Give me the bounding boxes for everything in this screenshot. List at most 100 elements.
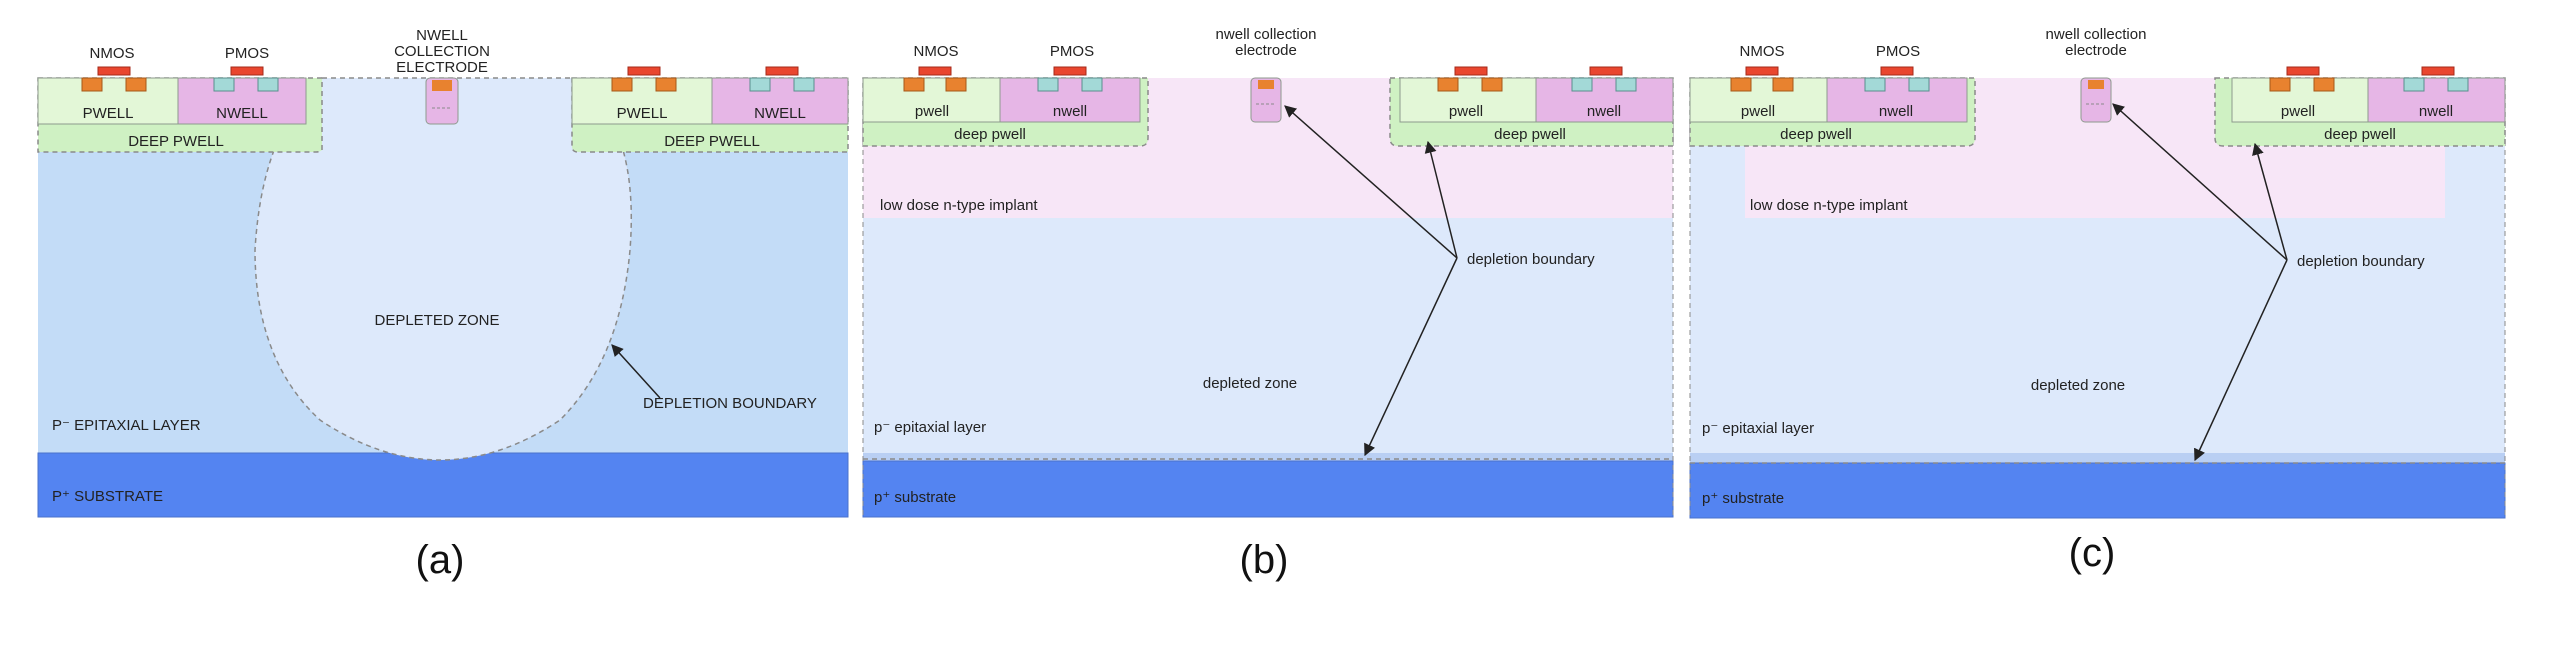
pmos-gate bbox=[1880, 66, 1914, 76]
caption-b: (b) bbox=[1240, 538, 1289, 582]
depletion-boundary-label: DEPLETION BOUNDARY bbox=[643, 395, 817, 412]
pmos-drain-right bbox=[2447, 77, 2469, 92]
pmos-gate bbox=[230, 66, 264, 76]
substrate-label: p⁺ substrate bbox=[1702, 490, 1784, 507]
depletion-boundary-arrow bbox=[611, 344, 661, 399]
pmos-source-right bbox=[2403, 77, 2425, 92]
pmos-source bbox=[1864, 77, 1886, 92]
nwell-label-right: nwell bbox=[1587, 103, 1621, 120]
nmos-source bbox=[1730, 77, 1752, 92]
depleted-zone-label: depleted zone bbox=[1203, 375, 1297, 392]
nmos-drain bbox=[1772, 77, 1794, 92]
nmos-label: NMOS bbox=[1740, 43, 1785, 60]
pmos-gate-right bbox=[1589, 66, 1623, 76]
nmos-source-right bbox=[2269, 77, 2291, 92]
pmos-label: PMOS bbox=[1876, 43, 1920, 60]
pmos-drain bbox=[257, 77, 279, 92]
arrow-to-bottom-boundary bbox=[2194, 259, 2288, 462]
epi-layer-label: p⁻ epitaxial layer bbox=[874, 419, 986, 436]
electrode-contact bbox=[432, 80, 452, 91]
electrode-label-line-1: nwell collection bbox=[1216, 26, 1317, 43]
substrate-label: p⁺ substrate bbox=[874, 489, 956, 506]
pwell-right bbox=[1399, 77, 1537, 123]
nwell-label-left: nwell bbox=[1053, 103, 1087, 120]
deep-pwell-label-left: deep pwell bbox=[1780, 126, 1852, 143]
nmos-gate-right bbox=[1454, 66, 1488, 76]
pmos-drain-right bbox=[793, 77, 815, 92]
nwell-label-right: NWELL bbox=[754, 105, 806, 122]
arrow-to-deep-pwell bbox=[1424, 140, 1458, 259]
nmos-source bbox=[903, 77, 925, 92]
pwell-label-left: pwell bbox=[915, 103, 949, 120]
pwell-right bbox=[2231, 77, 2369, 123]
panel-b: NMOS PMOS nwell collection electrode pwe… bbox=[862, 26, 1674, 582]
nwell-right bbox=[711, 77, 849, 125]
pwell-label-right: pwell bbox=[2281, 103, 2315, 120]
depletion-boundary-label: depletion boundary bbox=[1467, 251, 1595, 268]
nmos-gate bbox=[1745, 66, 1779, 76]
nwell-left bbox=[999, 77, 1141, 123]
substrate-layer bbox=[862, 460, 1674, 518]
pmos-drain-right bbox=[1615, 77, 1637, 92]
arrow-to-bottom-boundary bbox=[1364, 257, 1458, 457]
nmos-label: NMOS bbox=[914, 43, 959, 60]
epi-layer-label: p⁻ epitaxial layer bbox=[1702, 420, 1814, 437]
substrate-layer bbox=[1689, 462, 2506, 519]
deep-pwell-label-right: deep pwell bbox=[1494, 126, 1566, 143]
depletion-boundary-label: depletion boundary bbox=[2297, 253, 2425, 270]
nmos-gate-right bbox=[627, 66, 661, 76]
pmos-label: PMOS bbox=[225, 45, 269, 62]
epi-undepleted-strip bbox=[1690, 453, 2505, 463]
epi-layer-label: P⁻ EPITAXIAL LAYER bbox=[52, 417, 201, 434]
pmos-drain bbox=[1081, 77, 1103, 92]
pwell-label-left: pwell bbox=[1741, 103, 1775, 120]
implant-label: low dose n-type implant bbox=[1750, 197, 1908, 214]
substrate-label: P⁺ SUBSTRATE bbox=[52, 488, 163, 505]
nmos-label: NMOS bbox=[90, 45, 135, 62]
implant-label: low dose n-type implant bbox=[880, 197, 1038, 214]
depleted-zone-label: depleted zone bbox=[2031, 377, 2125, 394]
arrow-to-deep-pwell bbox=[2252, 142, 2288, 261]
pwell-left bbox=[1689, 77, 1828, 123]
epi-undepleted-strip bbox=[863, 453, 1673, 461]
electrode-label-line-2: COLLECTION bbox=[394, 43, 490, 60]
arrow-to-electrode bbox=[2112, 103, 2288, 261]
electrode-label-line-1: nwell collection bbox=[2046, 26, 2147, 43]
pmos-source bbox=[1037, 77, 1059, 92]
pmos-gate bbox=[1053, 66, 1087, 76]
pmos-gate-right bbox=[765, 66, 799, 76]
nwell-right bbox=[1535, 77, 1674, 123]
nmos-source-right bbox=[611, 77, 633, 92]
pmos-source-right bbox=[749, 77, 771, 92]
nmos-drain bbox=[125, 77, 147, 92]
depleted-zone bbox=[254, 77, 633, 461]
caption-c: (c) bbox=[2069, 531, 2116, 575]
nmos-drain bbox=[945, 77, 967, 92]
panel-a: NMOS PMOS NWELL COLLECTION ELECTRODE PWE… bbox=[37, 27, 849, 582]
nwell-label-left: NWELL bbox=[216, 105, 268, 122]
nmos-gate bbox=[918, 66, 952, 76]
nwell-right bbox=[2367, 77, 2506, 123]
nmos-gate bbox=[97, 66, 131, 76]
pmos-source bbox=[213, 77, 235, 92]
nmos-gate-right bbox=[2286, 66, 2320, 76]
pwell-label-right: pwell bbox=[1449, 103, 1483, 120]
electrode-contact bbox=[2088, 80, 2104, 89]
pmos-source-right bbox=[1571, 77, 1593, 92]
deep-pwell-label-right: deep pwell bbox=[2324, 126, 2396, 143]
electrode-label-line-2: electrode bbox=[2065, 42, 2127, 59]
nmos-source bbox=[81, 77, 103, 92]
deep-pwell-label-left: deep pwell bbox=[954, 126, 1026, 143]
caption-a: (a) bbox=[416, 538, 465, 582]
nmos-drain-right bbox=[655, 77, 677, 92]
electrode-contact bbox=[1258, 80, 1274, 89]
pmos-label: PMOS bbox=[1050, 43, 1094, 60]
nwell-left bbox=[1826, 77, 1968, 123]
pmos-gate-right bbox=[2421, 66, 2455, 76]
nmos-drain-right bbox=[2313, 77, 2335, 92]
pmos-drain bbox=[1908, 77, 1930, 92]
panel-c: NMOS PMOS nwell collection electrode pwe… bbox=[1689, 26, 2506, 575]
electrode-label-line-1: NWELL bbox=[416, 27, 468, 44]
nwell-label-right: nwell bbox=[2419, 103, 2453, 120]
